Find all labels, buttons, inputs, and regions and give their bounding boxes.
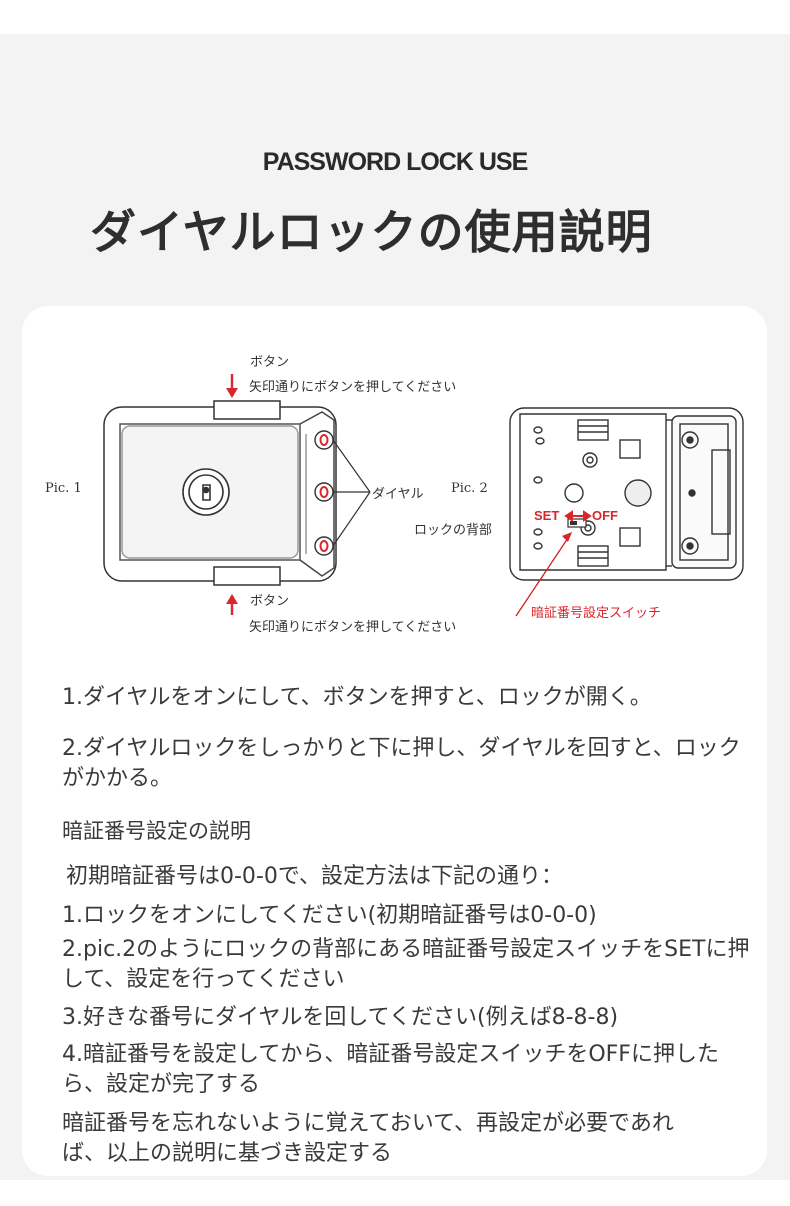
step-lock-text: 2.ダイヤルロックをしっかりと下に押し、ダイヤルを回すと、ロックがかかる。 <box>62 736 741 791</box>
dial-label: ダイヤル <box>372 487 424 502</box>
set-label: SET <box>534 508 559 523</box>
down-arrow-icon <box>226 374 238 398</box>
pic2-label: Pic. 2 <box>451 481 488 496</box>
top-band <box>0 0 790 34</box>
bottom-button-label: ボタン <box>250 594 289 609</box>
pic1-label: Pic. 1 <box>45 481 82 496</box>
pic2-lock-back <box>509 407 744 581</box>
off-label: OFF <box>592 508 618 523</box>
password-note: 暗証番号を忘れないように覚えておいて、再設定が必要であれば、以上の説明に基づき設… <box>62 1111 674 1166</box>
password-step-3: 3.好きな番号にダイヤルを回してください(例えば8-8-8) <box>62 1005 619 1030</box>
set-off-arrow-icon <box>564 510 592 522</box>
step-open-text: 1.ダイヤルをオンにして、ボタンを押すと、ロックが開く。 <box>62 685 652 710</box>
dial-pointer-lines <box>332 439 371 547</box>
top-button-instruction: 矢印通りにボタンを押してください <box>249 380 456 395</box>
password-step-1: 1.ロックをオンにしてください(初期暗証番号は0-0-0) <box>62 903 597 928</box>
lock-diagram: ボタン 矢印通りにボタンを押してください ボタン 矢印通りにボタンを押してくださ… <box>45 355 744 635</box>
password-step-4: 4.暗証番号を設定してから、暗証番号設定スイッチをOFFに押したら、設定が完了す… <box>62 1042 719 1097</box>
password-switch-icon <box>567 518 587 528</box>
password-step-2: 2.pic.2のようにロックの背部にある暗証番号設定スイッチをSETに押して、設… <box>62 937 750 992</box>
bottom-band <box>0 1180 790 1206</box>
switch-pointer-arrow <box>515 532 572 617</box>
back-label: ロックの背部 <box>414 523 492 538</box>
page-title: ダイヤルロックの使用説明 <box>90 205 653 259</box>
password-heading: 暗証番号設定の説明 <box>62 819 251 843</box>
section-eyebrow: PASSWORD LOCK USE <box>262 148 529 176</box>
initial-password-text: 初期暗証番号は0-0-0で、設定方法は下記の通り： <box>66 864 563 889</box>
keyhole-icon <box>182 468 230 516</box>
up-arrow-icon <box>226 594 238 615</box>
switch-label: 暗証番号設定スイッチ <box>531 605 661 621</box>
top-button-label: ボタン <box>250 355 289 370</box>
bottom-button-instruction: 矢印通りにボタンを押してください <box>249 620 456 635</box>
